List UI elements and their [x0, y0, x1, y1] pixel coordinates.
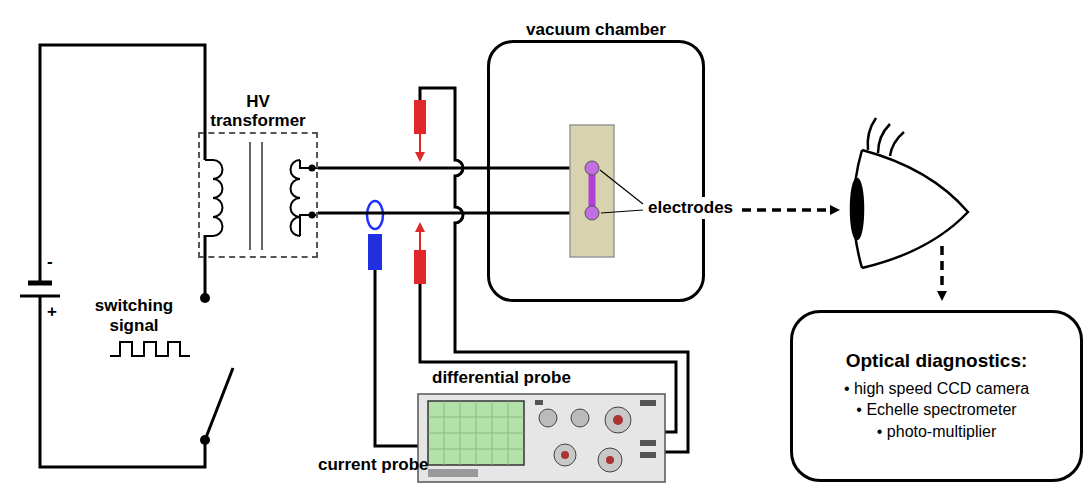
probe-label: current probe [318, 455, 429, 475]
primary-coil [213, 160, 223, 236]
eye-icon [851, 118, 968, 268]
electrode [585, 206, 599, 220]
oscilloscope [418, 394, 665, 482]
switch-contact [200, 435, 210, 445]
leader-line [600, 170, 643, 204]
part-label: electrodes [645, 197, 736, 219]
node-title: Optical diagnostics: [846, 350, 1028, 372]
electrode [585, 161, 599, 175]
probe-wire [375, 270, 418, 446]
transformer-core [249, 142, 251, 250]
secondary-coil [291, 160, 301, 236]
hv-wire [318, 212, 487, 215]
list-item: • photo-multiplier [877, 421, 996, 443]
vacuum-chamber: vacuum chamber [487, 40, 705, 302]
electrode-plate [570, 125, 614, 257]
leader-line [601, 210, 643, 213]
probe-tip [414, 100, 426, 134]
transformer-core [261, 142, 263, 250]
square-wave [110, 342, 190, 356]
list-item: • high speed CCD camera [844, 378, 1029, 400]
probe-tip [414, 250, 426, 284]
node-title: HV transformer [202, 92, 314, 131]
battery-polarity: + [47, 302, 57, 322]
switch-contact [200, 293, 210, 303]
diagnostics-box: Optical diagnostics: • high speed CCD cam… [790, 310, 1083, 482]
current-clamp [367, 201, 383, 229]
transformer-box: HV transformer [198, 132, 318, 258]
dashed-arrow [940, 246, 944, 297]
list-item: • Echelle spectrometer [856, 399, 1016, 421]
current-probe-body [368, 234, 382, 270]
primary-circuit [20, 45, 233, 467]
battery-polarity: - [47, 252, 53, 272]
probe-label: differential probe [432, 368, 571, 388]
node-title: vacuum chamber [526, 20, 666, 40]
hv-wire [318, 167, 487, 170]
signal-label: switching signal [78, 296, 190, 335]
